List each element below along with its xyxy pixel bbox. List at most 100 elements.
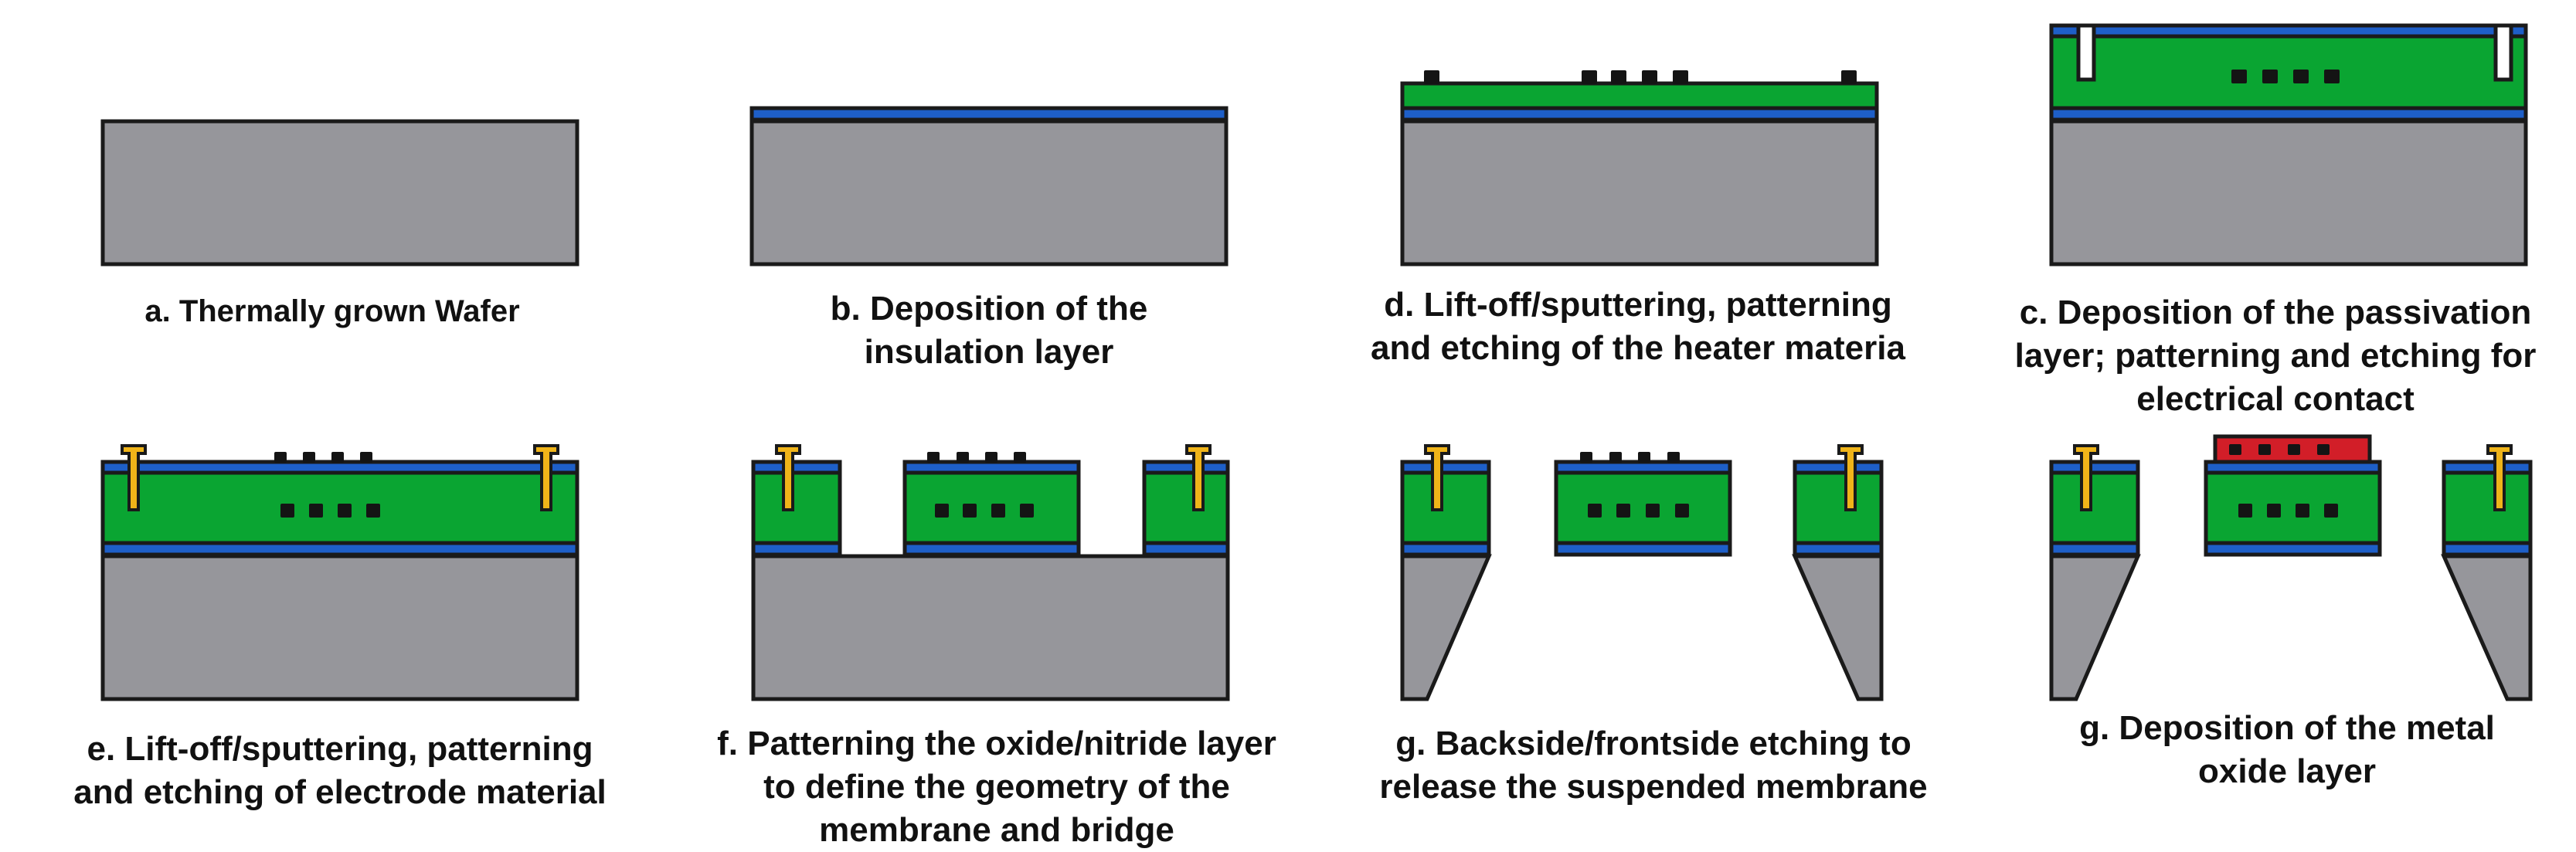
heater-element	[935, 504, 949, 518]
passivation-layer	[1142, 469, 1230, 545]
heater-element	[1642, 70, 1657, 84]
substrate-support-right	[2441, 554, 2533, 701]
heater-element	[991, 504, 1005, 518]
heater-element	[1588, 504, 1602, 518]
passivation-layer	[751, 469, 842, 545]
passivation-layer	[2442, 469, 2533, 545]
heater-element	[2231, 70, 2247, 83]
heater-element	[1638, 452, 1650, 463]
heater-element	[1616, 504, 1630, 518]
electrode-contact	[1185, 444, 1212, 511]
contact-via	[2076, 23, 2096, 82]
heater-element	[985, 452, 997, 463]
passivation-layer	[1554, 469, 1732, 545]
heater-element	[366, 504, 380, 518]
heater-element	[331, 452, 344, 463]
heater-element	[1673, 70, 1688, 84]
caption-b: b. Deposition of the insulation layer	[742, 287, 1236, 374]
caption-f-line-1: f. Patterning the oxide/nitride layer	[717, 725, 1276, 762]
panel-a-wafer	[100, 119, 579, 266]
caption-c-line-2: layer; patterning and etching for	[2014, 337, 2537, 375]
electrode-contact	[1424, 444, 1450, 511]
heater-element	[1841, 70, 1857, 84]
caption-g2-line-2: oxide layer	[2198, 752, 2376, 790]
heater-element	[957, 452, 969, 463]
caption-f: f. Patterning the oxide/nitride layer to…	[680, 722, 1313, 852]
caption-g2: g. Deposition of the metal oxide layer	[2009, 707, 2565, 793]
insulation-layer	[749, 106, 1229, 122]
heater-element	[2258, 444, 2271, 455]
heater-element	[2293, 70, 2309, 83]
top-insulation-layer	[1400, 460, 1491, 475]
heater-element	[2288, 444, 2300, 455]
caption-c: c. Deposition of the passivation layer; …	[1978, 291, 2573, 421]
wafer-substrate	[100, 119, 579, 266]
panel-d-heater	[1400, 70, 1879, 266]
wafer-substrate	[2049, 119, 2528, 266]
heater-element	[338, 504, 352, 518]
caption-d-line-2: and etching of the heater materia	[1371, 329, 1905, 367]
caption-f-line-3: membrane and bridge	[819, 811, 1174, 849]
caption-c-line-3: electrical contact	[2136, 380, 2415, 418]
caption-e-line-2: and etching of electrode material	[73, 773, 607, 811]
heater-element	[2229, 444, 2241, 455]
heater-element	[2262, 70, 2278, 83]
wafer-substrate	[751, 554, 1230, 701]
heater-element	[1675, 504, 1689, 518]
passivation-layer	[2049, 469, 2140, 545]
caption-a-line-1: a. Thermally grown Wafer	[144, 294, 520, 328]
electrode-contact	[1837, 444, 1864, 511]
heater-element	[2267, 504, 2281, 518]
caption-g1: g. Backside/frontside etching to release…	[1344, 722, 1963, 809]
heater-element	[963, 504, 977, 518]
heater-element	[1580, 452, 1592, 463]
caption-b-line-1: b. Deposition of the	[830, 290, 1148, 328]
heater-element	[2324, 70, 2340, 83]
panel-b-insulation	[749, 106, 1229, 266]
substrate-support-right	[1792, 554, 1884, 701]
electrode-contact	[775, 444, 801, 511]
passivation-layer	[2204, 469, 2382, 545]
heater-element	[303, 452, 315, 463]
heater-element	[360, 452, 372, 463]
caption-a: a. Thermally grown Wafer	[93, 290, 572, 333]
passivation-layer	[1400, 469, 1491, 545]
caption-f-line-2: to define the geometry of the	[763, 768, 1230, 806]
heater-element	[1424, 70, 1439, 84]
substrate-support-left	[1400, 554, 1492, 701]
top-insulation-layer	[1554, 460, 1732, 475]
caption-d: d. Lift-off/sputtering, patterning and e…	[1329, 283, 1947, 370]
caption-e-line-1: e. Lift-off/sputtering, patterning	[87, 730, 593, 768]
panel-c-passivation	[2049, 23, 2528, 266]
wafer-substrate	[749, 119, 1229, 266]
caption-g2-line-1: g. Deposition of the metal	[2079, 709, 2495, 747]
heater-element	[1611, 70, 1626, 84]
caption-d-line-1: d. Lift-off/sputtering, patterning	[1384, 286, 1892, 324]
passivation-layer	[1793, 469, 1884, 545]
top-insulation-layer	[100, 460, 579, 475]
heater-element	[1646, 504, 1660, 518]
electrode-contact	[2073, 444, 2099, 511]
heater-element	[309, 504, 323, 518]
heater-element	[1020, 504, 1034, 518]
caption-g1-line-2: release the suspended membrane	[1379, 768, 1928, 806]
electrode-contact	[533, 444, 559, 511]
caption-b-line-2: insulation layer	[864, 333, 1114, 371]
top-insulation-layer	[1142, 460, 1230, 475]
electrode-contact	[2486, 444, 2513, 511]
heater-element	[1582, 70, 1597, 84]
heater-element	[1667, 452, 1680, 463]
heater-element	[1014, 452, 1026, 463]
panel-g-metal-oxide	[2049, 434, 2533, 701]
caption-e: e. Lift-off/sputtering, patterning and e…	[31, 728, 649, 814]
substrate-support-left	[2049, 554, 2141, 701]
process-flow-diagram	[100, 23, 2533, 701]
wafer-substrate	[1400, 119, 1879, 266]
heater-element	[2317, 444, 2330, 455]
heater-element	[2296, 504, 2309, 518]
heater-element	[1609, 452, 1622, 463]
panel-g-release-membrane	[1400, 444, 1884, 701]
top-insulation-layer	[1793, 460, 1884, 475]
panel-f-pattern-membrane	[751, 444, 1230, 701]
wafer-substrate	[100, 554, 579, 701]
